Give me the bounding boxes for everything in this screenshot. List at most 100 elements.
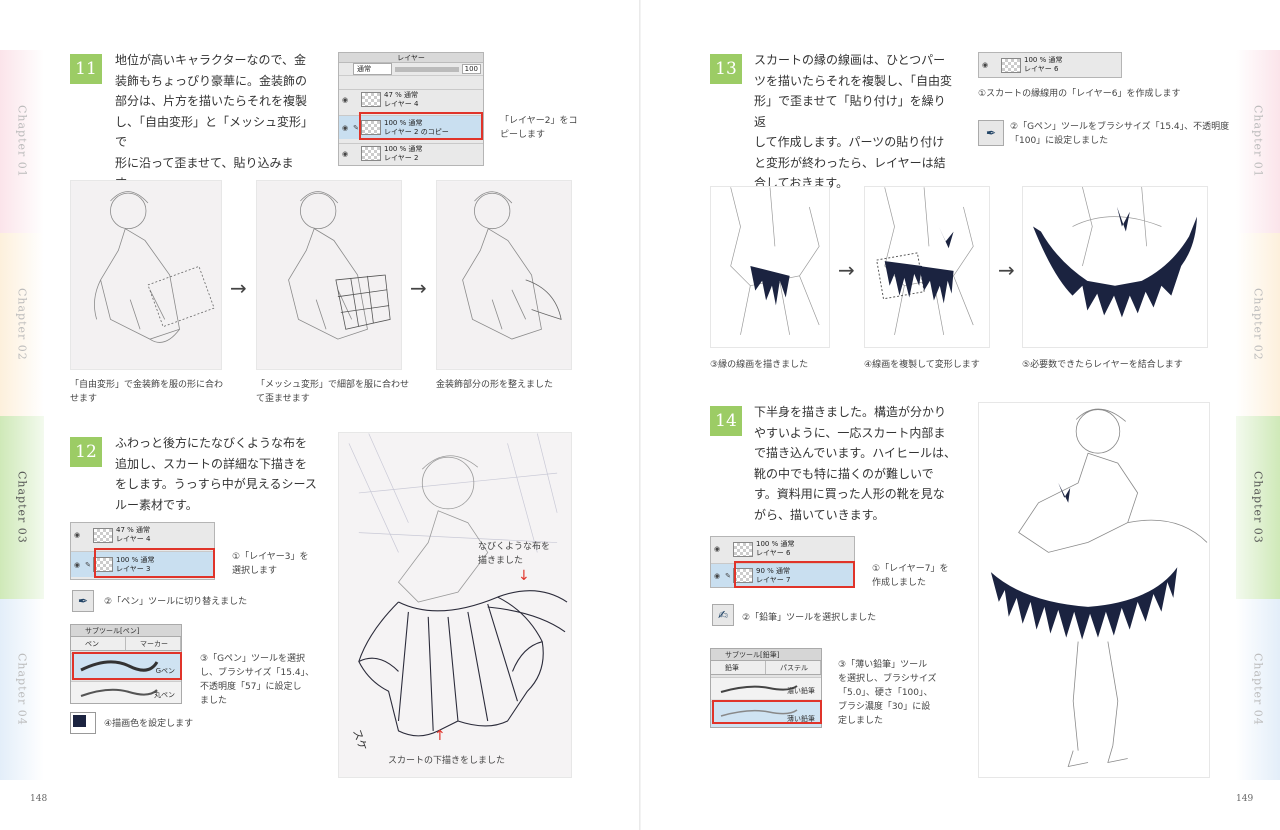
step-12-subtool-panel: サブツール[ペン] ペン マーカー Gペン 丸ペン xyxy=(70,624,182,704)
right-page-number: 149 xyxy=(1236,794,1254,804)
step-13-image-duplicate xyxy=(864,186,990,348)
step-13-image-merged xyxy=(1022,186,1208,348)
step-12-art-note-bottom: スカートの下描きをしました xyxy=(388,756,506,766)
arrow-right-icon: → xyxy=(230,276,247,300)
blend-mode-select[interactable]: 通常 xyxy=(353,63,392,75)
step-11-image-adjusted xyxy=(436,180,572,370)
subtool-header: サブツール[ペン] xyxy=(71,625,181,637)
step-11-image-mesh-transform xyxy=(256,180,402,370)
highlight-box xyxy=(72,652,182,680)
layer-thumbnail xyxy=(93,557,113,572)
opacity-slider[interactable] xyxy=(395,66,459,72)
step-12-badge: 12 xyxy=(70,437,102,467)
subtool-tab-marker[interactable]: マーカー xyxy=(126,637,181,650)
subtool-tab-pastel[interactable]: パステル xyxy=(766,661,821,674)
layer-row[interactable]: ◉ 100 % 通常レイヤー 2 xyxy=(339,143,483,163)
arrow-right-icon: → xyxy=(410,276,427,300)
eye-icon[interactable]: ◉ xyxy=(73,560,81,569)
opacity-value[interactable]: 100 xyxy=(461,64,481,74)
chapter-tab-2[interactable]: Chapter 02 xyxy=(0,233,44,416)
color-swatch[interactable] xyxy=(70,712,96,734)
step-12-skirt-drawing: スケ xyxy=(338,432,572,778)
pen-icon: ✎ xyxy=(353,123,359,132)
step-13-note-2: ②「Gペン」ツールをブラシサイズ「15.4」、不透明度「100」に設定しました xyxy=(1010,122,1230,146)
layer-thumbnail xyxy=(733,541,753,557)
step-12-note-2: ②「ペン」ツールに切り替えました xyxy=(104,597,248,607)
pen-tool-icon[interactable]: ✒ xyxy=(72,590,94,612)
step-13-note-1: ①スカートの縁線用の「レイヤー6」を作成します xyxy=(978,89,1181,99)
step-12-note-4: ④描画色を設定します xyxy=(104,719,194,729)
brush-g-pen[interactable]: Gペン xyxy=(71,653,181,679)
pen-tool-icon[interactable]: ✒ xyxy=(978,120,1004,146)
brush-round-pen[interactable]: 丸ペン xyxy=(71,681,181,703)
layer-row[interactable]: ◉ 47 % 通常レイヤー 4 xyxy=(339,89,483,109)
layer-row-selected[interactable]: ◉✎ 100 % 通常レイヤー 2 のコピー xyxy=(339,115,483,139)
left-chapter-tabs: Chapter 01 Chapter 02 Chapter 03 Chapter… xyxy=(0,50,44,780)
layer-row[interactable]: ◉ 47 % 通常レイヤー 4 xyxy=(71,525,214,545)
right-chapter-tabs: Chapter 01 Chapter 02 Chapter 03 Chapter… xyxy=(1236,50,1280,780)
subtool-header: サブツール[鉛筆] xyxy=(711,649,821,661)
red-arrow-down-icon: ↓ xyxy=(518,568,530,584)
arrow-right-icon: → xyxy=(998,258,1015,282)
eye-icon[interactable]: ◉ xyxy=(713,571,721,580)
layer-toolbar xyxy=(339,75,483,87)
chapter-tab-3[interactable]: Chapter 03 xyxy=(0,416,44,599)
layer-thumbnail xyxy=(361,92,381,107)
step-14-text: 下半身を描きました。構造が分かり やすいように、一応スカート内部ま で描き込んで… xyxy=(754,405,956,522)
step-14-badge: 14 xyxy=(710,406,742,436)
eye-icon[interactable]: ◉ xyxy=(341,95,349,104)
layer-thumbnail xyxy=(733,568,753,583)
chapter-tab-2[interactable]: Chapter 02 xyxy=(1236,233,1280,416)
arrow-right-icon: → xyxy=(838,258,855,282)
step-14-note-3: ③「薄い鉛筆」ツールを選択し、ブラシサイズ 「5.0」、硬さ「100」、ブラシ濃… xyxy=(838,660,937,726)
layer-thumbnail xyxy=(93,527,113,543)
step-12-note-1: ①「レイヤー3」を選択します xyxy=(232,552,309,576)
highlight-box xyxy=(712,700,822,724)
page-fold xyxy=(639,0,641,830)
brush-dark-pencil[interactable]: 濃い鉛筆 xyxy=(711,677,821,699)
step-11-caption-2: 「メッシュ変形」で細部を服に合わせて歪ませます xyxy=(256,380,410,404)
eye-icon[interactable]: ◉ xyxy=(341,149,349,158)
eye-icon[interactable]: ◉ xyxy=(713,545,721,553)
eye-icon[interactable]: ◉ xyxy=(73,531,81,539)
step-12-text: ふわっと後方にたなびくような布を 追加し、スカートの詳細な下描きを をします。う… xyxy=(115,436,317,512)
subtool-tab-pencil[interactable]: 鉛筆 xyxy=(711,661,766,674)
chapter-tab-4[interactable]: Chapter 04 xyxy=(1236,599,1280,780)
step-12-art-note-top: なびくような布を描きました xyxy=(478,542,551,566)
step-14-note-2: ②「鉛筆」ツールを選択しました xyxy=(742,613,877,623)
subtool-tab-pen[interactable]: ペン xyxy=(71,637,126,650)
step-13-caption-1: ③縁の線画を描きました xyxy=(710,360,809,370)
step-14-lower-body-drawing xyxy=(978,402,1210,778)
eye-icon[interactable]: ◉ xyxy=(341,123,349,132)
layer-thumbnail xyxy=(361,120,381,135)
highlight-box xyxy=(94,548,215,578)
layer-row[interactable]: ◉ 100 % 通常レイヤー 6 xyxy=(711,539,854,559)
step-13-image-lineart xyxy=(710,186,830,348)
layer-panel-title: レイヤー xyxy=(339,53,483,63)
step-13-caption-3: ⑤必要数できたらレイヤーを結合します xyxy=(1022,360,1183,370)
step-11-badge: 11 xyxy=(70,54,102,84)
step-11-layer-panel: レイヤー 通常 100 ◉ 47 % 通常レイヤー 4 ◉✎ 100 % 通常レ… xyxy=(338,52,484,166)
step-11-caption-3: 金装飾部分の形を整えました xyxy=(436,380,554,390)
eye-icon[interactable]: ◉ xyxy=(981,61,989,69)
red-arrow-up-icon: ↑ xyxy=(434,728,446,744)
chapter-tab-1[interactable]: Chapter 01 xyxy=(1236,50,1280,233)
step-13-layer-panel: ◉ 100 % 通常レイヤー 6 xyxy=(978,52,1122,78)
pen-icon: ✎ xyxy=(85,560,91,569)
step-13-badge: 13 xyxy=(710,54,742,84)
step-13-caption-2: ④線画を複製して変形します xyxy=(864,360,980,370)
step-14-note-1: ①「レイヤー7」を作成しました xyxy=(872,564,949,588)
chapter-tab-1[interactable]: Chapter 01 xyxy=(0,50,44,233)
layer-row[interactable]: ◉ 100 % 通常レイヤー 6 xyxy=(979,55,1121,75)
step-11-image-free-transform xyxy=(70,180,222,370)
pencil-tool-icon[interactable]: ✍ xyxy=(712,604,734,626)
pen-icon: ✎ xyxy=(725,571,731,580)
chapter-tab-3[interactable]: Chapter 03 xyxy=(1236,416,1280,599)
step-11-caption-1: 「自由変形」で金装飾を服の形に合わせます xyxy=(70,380,224,404)
step-11-panel-note: 「レイヤー2」をコピーします xyxy=(500,116,578,140)
step-13-text: スカートの縁の線画は、ひとつパー ツを描いたらそれを複製し、「自由変 形」で歪ま… xyxy=(754,53,953,190)
highlight-box xyxy=(359,112,483,140)
step-11-text: 地位が高いキャラクターなので、金 装飾もちょっぴり豪華に。金装飾の 部分は、片方… xyxy=(115,53,314,190)
layer-thumbnail xyxy=(1001,57,1021,73)
chapter-tab-4[interactable]: Chapter 04 xyxy=(0,599,44,780)
